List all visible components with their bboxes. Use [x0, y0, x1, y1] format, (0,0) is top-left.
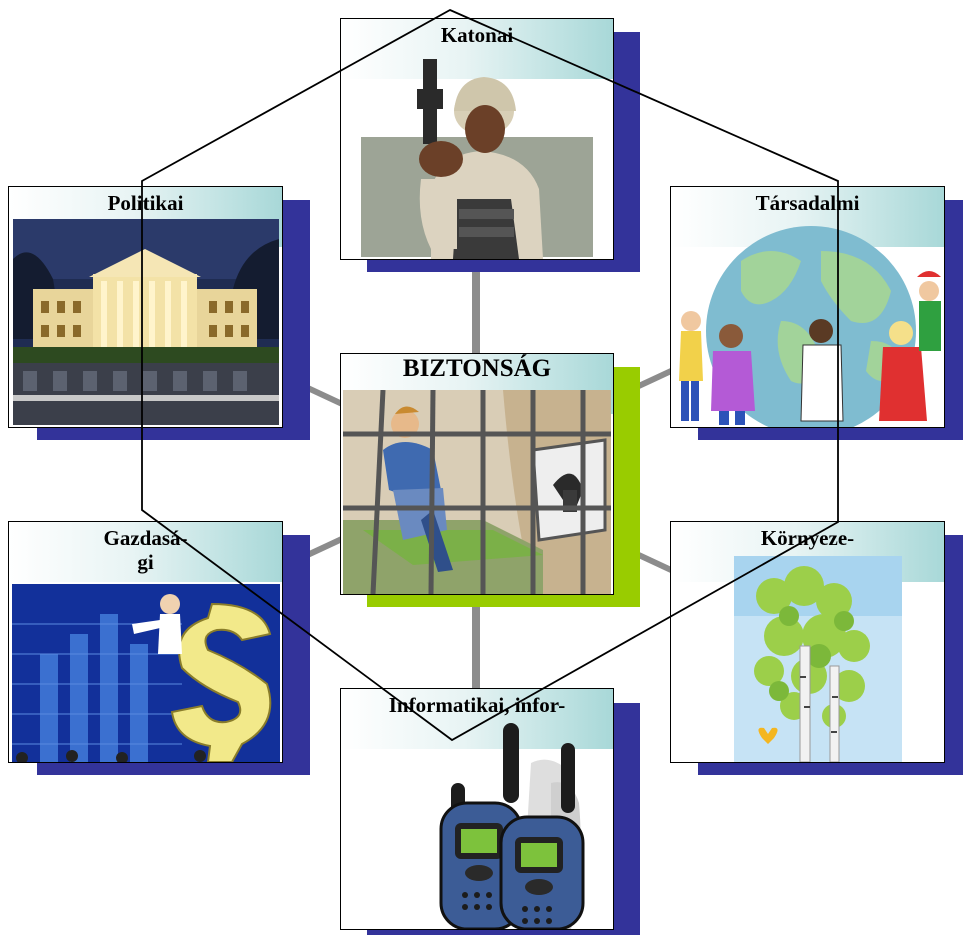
birch-tree-icon: [734, 556, 902, 762]
connector-top: [472, 258, 480, 358]
center-card: BIZTONSÁG: [340, 353, 614, 595]
environmental-title: Környeze-: [760, 526, 855, 550]
information-card: Informatikai, infor-: [340, 688, 614, 930]
social-title: Társadalmi: [755, 191, 860, 215]
children-globe-icon: [679, 226, 941, 427]
social-card: Társadalmi: [670, 186, 945, 428]
walkie-talkie-icon: [439, 723, 585, 929]
military-title: Katonai: [440, 23, 514, 47]
political-card: Politikai: [8, 186, 283, 428]
political-title: Politikai: [107, 191, 184, 215]
environmental-card: Környeze-: [670, 521, 945, 763]
white-house-icon: [13, 219, 279, 425]
center-title: BIZTONSÁG: [402, 355, 552, 382]
soldier-icon: [361, 59, 593, 259]
economic-title: Gazdasá- gi: [103, 526, 188, 574]
economic-card: Gazdasá- gi: [8, 521, 283, 763]
connector-bottom: [472, 593, 480, 688]
military-card: Katonai: [340, 18, 614, 260]
dollar-chart-icon: [12, 584, 280, 762]
prison-cell-icon: [343, 390, 611, 594]
information-title: Informatikai, infor-: [388, 693, 566, 717]
